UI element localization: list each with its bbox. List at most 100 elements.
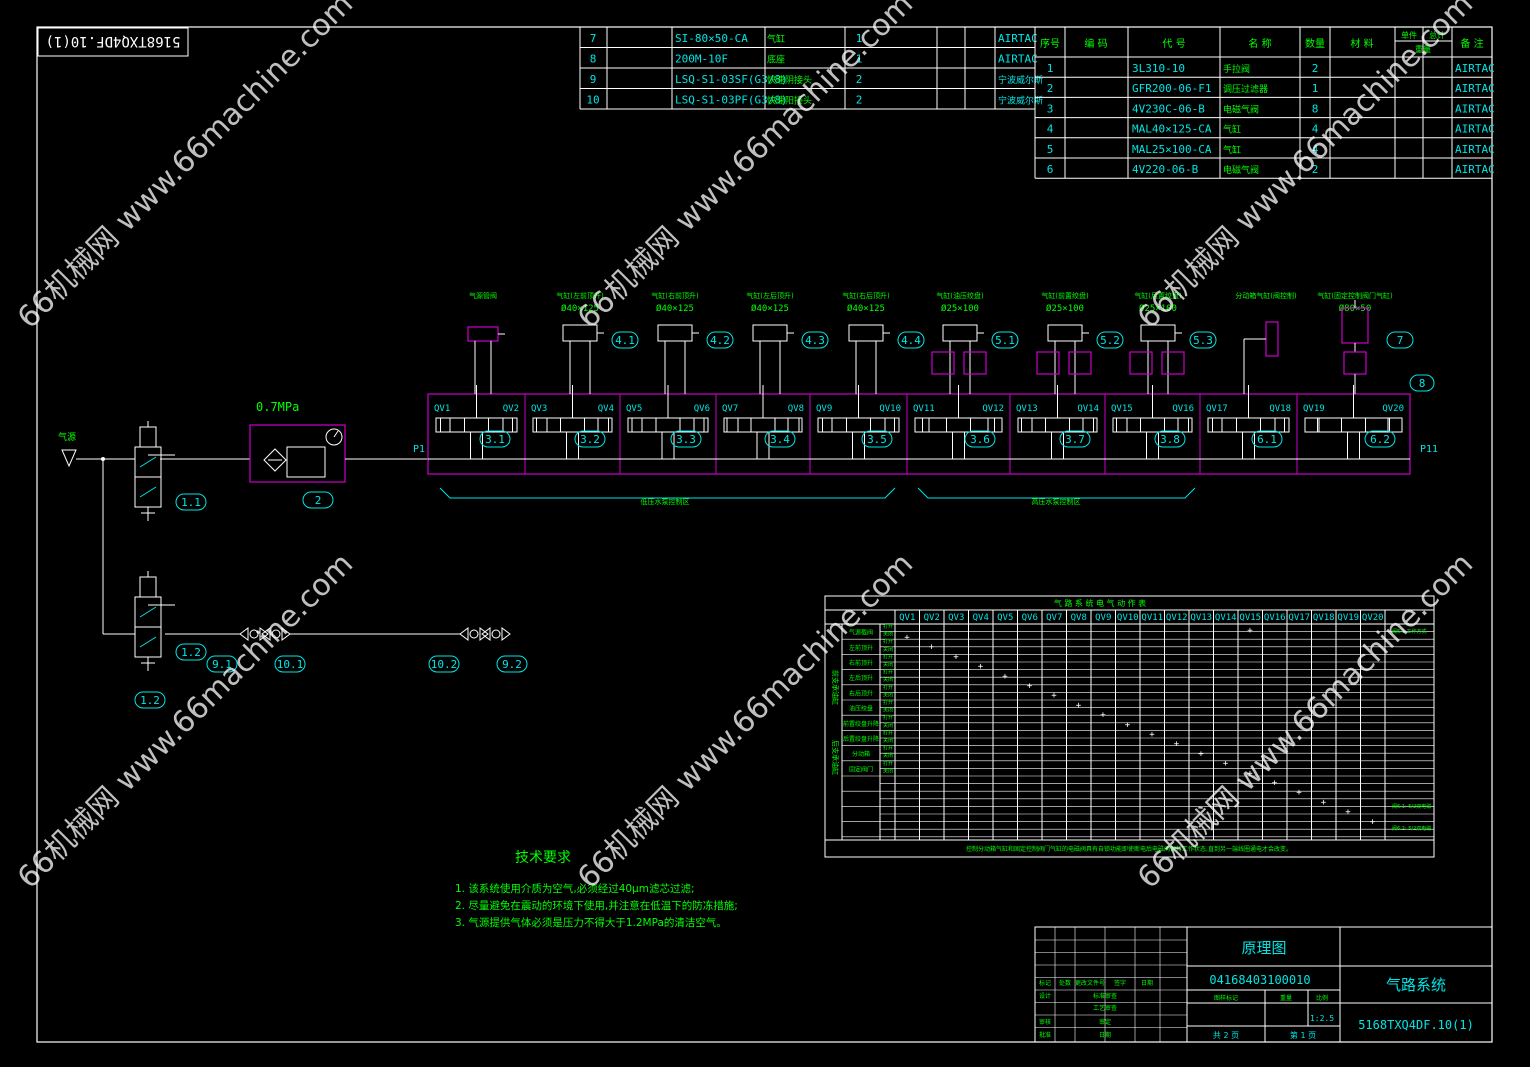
action-mark: + xyxy=(1002,672,1008,682)
item-tag: 6.1 xyxy=(1251,430,1283,448)
bom-name: 底座 xyxy=(767,54,785,66)
bom-no: 9 xyxy=(590,73,597,86)
logic-note: 阀6.2: 5/2双电磁 xyxy=(1392,825,1431,832)
action-mark: + xyxy=(1100,711,1106,721)
action-mark: + xyxy=(1247,626,1253,636)
item-tag-label: 2 xyxy=(315,494,322,507)
logic-row-name: 右后顶升 xyxy=(849,689,873,697)
title-block-label: 审核 xyxy=(1039,1018,1051,1026)
watermark: 66机械网 www.66machine.com xyxy=(571,0,920,336)
bom-name: 调压过滤器 xyxy=(1223,83,1268,95)
item-tag: 5.1 xyxy=(991,331,1019,349)
tech-req-line: 1. 该系统使用介质为空气,必须经过40μm滤芯过滤; xyxy=(455,882,695,895)
title-block-label: 签字 xyxy=(1114,979,1126,987)
bom-no: 10 xyxy=(586,94,599,107)
solenoid-valve: QV17 QV18 6.1 xyxy=(1206,385,1291,459)
actuator: 气缸(固定控制阀门气缸)Ø80×507 xyxy=(1317,291,1414,394)
item-tag: 4.1 xyxy=(611,331,639,349)
action-mark: + xyxy=(1198,749,1204,759)
valve-coil-left: QV7 xyxy=(722,404,738,414)
item-tag: 1.1 xyxy=(175,493,207,511)
title-block-label: 标准审查 xyxy=(1093,992,1117,1000)
item-tag-label: 10.2 xyxy=(431,658,458,671)
item-tag: 4.2 xyxy=(706,331,734,349)
title-block-label: 更改文件号 xyxy=(1075,979,1105,987)
valve-coil-left: QV17 xyxy=(1206,404,1228,414)
watermarks: 66机械网 www.66machine.com 66机械网 www.66machi… xyxy=(11,0,1480,896)
item-tag-label: 3.4 xyxy=(770,433,790,446)
item-tag: 10.2 xyxy=(428,655,460,673)
bom-no: 2 xyxy=(1047,82,1054,95)
action-mark: + xyxy=(929,643,935,653)
group-left-label: 低压水泵控制区 xyxy=(641,497,690,506)
action-mark: + xyxy=(953,652,959,662)
bom-header-material: 材 料 xyxy=(1350,37,1373,50)
valve-coil-right: QV20 xyxy=(1382,404,1404,414)
actuator-title: 气缸(右前顶升) xyxy=(651,291,699,300)
item-tag: 9.1 xyxy=(206,655,238,673)
valve-coil-left: QV13 xyxy=(1016,404,1038,414)
item-tag-label: 3.5 xyxy=(867,433,887,446)
logic-row-name: 右前顶升 xyxy=(849,659,873,667)
bom-header-unit: 单件 xyxy=(1401,30,1417,40)
quick-coupling xyxy=(459,627,489,641)
bom-maker: AIRTAC xyxy=(1455,82,1495,95)
actuator: 气缸(右前顶升) Ø40×125 4.2 xyxy=(651,291,734,394)
bom-header-no: 序号 xyxy=(1040,37,1060,50)
quick-coupling xyxy=(261,627,291,641)
item-tag: 2 xyxy=(302,491,334,509)
bom-no: 4 xyxy=(1047,123,1054,136)
port-p1: P1 xyxy=(413,444,425,455)
logic-row-name: 后置绞盘升降 xyxy=(843,735,879,743)
item-tag: 10.1 xyxy=(274,655,306,673)
action-mark: + xyxy=(1076,701,1082,711)
item-tag: 3.2 xyxy=(574,430,606,448)
logic-note: 阀6.1: 5/2双电磁 xyxy=(1392,803,1431,810)
actuator-size: Ø25×100 xyxy=(941,303,979,314)
logic-col-header: QV13 xyxy=(1190,613,1212,623)
bom-qty: 2 xyxy=(856,73,863,86)
item-tag: 4.4 xyxy=(897,331,925,349)
item-tag-label: 3.6 xyxy=(970,433,990,446)
actuator: 气源管阀 xyxy=(467,291,505,394)
valve-coil-right: QV18 xyxy=(1269,404,1291,414)
item-tag-label: 4.3 xyxy=(805,334,825,347)
actuator-size: Ø25×100 xyxy=(1139,303,1177,314)
state-open: 打开 xyxy=(883,745,893,752)
item-tag: 7 xyxy=(1386,331,1414,349)
title-block-label: 重量 xyxy=(1280,994,1292,1002)
logic-col-header: QV15 xyxy=(1239,613,1261,623)
title-block-label: 批准 xyxy=(1039,1031,1051,1039)
bom-code: GFR200-06-F1 xyxy=(1132,82,1211,95)
bom-no: 6 xyxy=(1047,163,1054,176)
logic-col-header: QV10 xyxy=(1117,613,1139,623)
drawing-title: 原理图 xyxy=(1241,939,1286,957)
watermark: 66机械网 www.66machine.com xyxy=(11,0,360,336)
valve-coil-right: QV16 xyxy=(1172,404,1194,414)
system-name: 气路系统 xyxy=(1386,976,1446,994)
item-tag-label: 6.2 xyxy=(1370,433,1390,446)
logic-col-header: QV14 xyxy=(1215,613,1237,623)
logic-row-name: 固定阀门 xyxy=(849,765,873,773)
sheets-total: 共 2 页 xyxy=(1213,1031,1239,1040)
actuator-size: Ø40×125 xyxy=(656,303,694,314)
item-tag-label: 3.1 xyxy=(485,433,505,446)
bom-qty: 2 xyxy=(1312,62,1319,75)
item-tag-label: 1.2 xyxy=(140,694,160,707)
bom-qty: 4 xyxy=(1312,123,1319,136)
title-block-label: 日期 xyxy=(1099,1031,1111,1039)
